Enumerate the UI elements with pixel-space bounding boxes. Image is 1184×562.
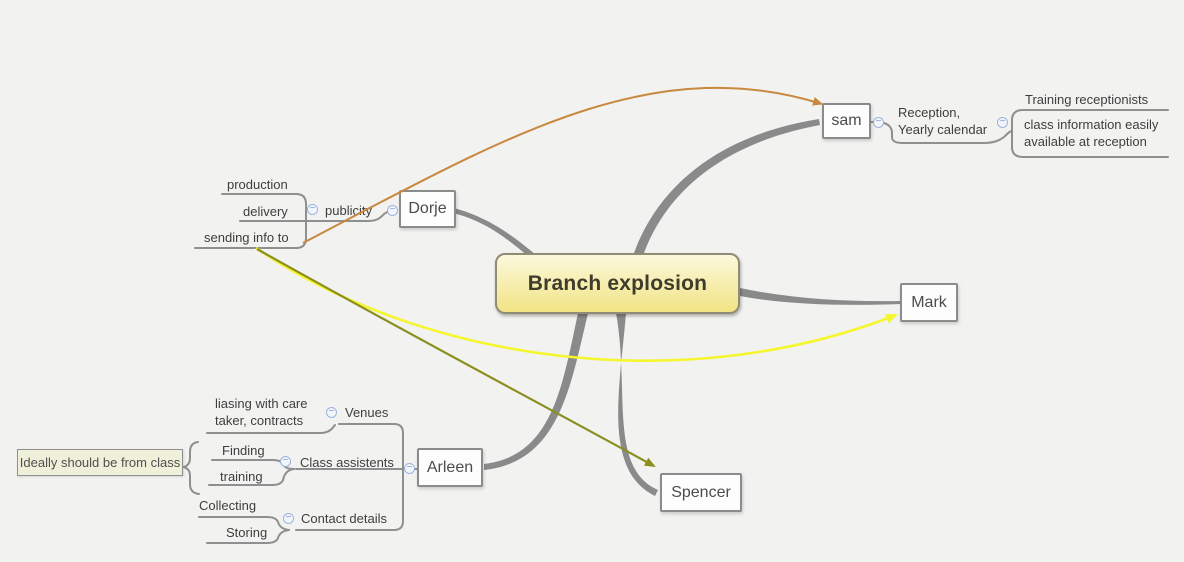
subtopic-contact-details[interactable]: Contact details xyxy=(301,511,387,526)
collapse-icon-sam[interactable]: − xyxy=(873,117,884,128)
central-topic-label[interactable]: Branch explosion xyxy=(527,271,708,295)
collapse-icon-dorje[interactable]: − xyxy=(387,205,398,216)
subtopic-training-receptionists[interactable]: Training receptionists xyxy=(1025,92,1149,107)
subtopic-production[interactable]: production xyxy=(227,177,288,192)
topic-dorje[interactable]: Dorje xyxy=(399,190,456,228)
subtopic-training[interactable]: training xyxy=(220,469,263,484)
line-training-underline xyxy=(208,468,295,486)
subtopic-venues[interactable]: Venues xyxy=(345,405,389,420)
subtopic-delivery[interactable]: delivery xyxy=(243,204,288,219)
subtopic-storing[interactable]: Storing xyxy=(226,525,268,540)
subtopic-class-information[interactable]: class information easily available at re… xyxy=(1024,117,1159,149)
line-reception-underline xyxy=(883,122,1013,144)
subtopic-publicity[interactable]: publicity xyxy=(325,203,372,218)
topic-arleen[interactable]: Arleen xyxy=(417,448,483,487)
collapse-icon-reception[interactable]: − xyxy=(997,117,1008,128)
subtopic-finding[interactable]: Finding xyxy=(222,443,265,458)
collapse-icon-publicity[interactable]: − xyxy=(307,204,318,215)
subtopic-collecting[interactable]: Collecting xyxy=(199,498,257,513)
topic-spencer[interactable]: Spencer xyxy=(660,473,742,512)
subtopic-liasing-with-care-taker[interactable]: liasing with care taker, contracts xyxy=(215,396,308,428)
collapse-icon-venues[interactable]: − xyxy=(326,407,337,418)
branch-central-to-dorje xyxy=(453,208,536,256)
subtopic-sending-info-to[interactable]: sending info to xyxy=(204,230,289,245)
collapse-icon-class-assistents[interactable]: − xyxy=(280,456,291,467)
line-reception-children-bracket xyxy=(1011,109,1169,158)
collapse-icon-arleen[interactable]: − xyxy=(404,463,415,474)
subtopic-class-assistents[interactable]: Class assistents xyxy=(300,455,394,470)
topic-mark[interactable]: Mark xyxy=(900,283,958,322)
line-storing-underline xyxy=(206,529,290,544)
collapse-icon-contact-details[interactable]: − xyxy=(283,513,294,524)
line-collecting-underline xyxy=(198,516,290,531)
subtopic-reception-yearly-calendar[interactable]: Reception, Yearly calendar xyxy=(898,105,988,137)
topic-sam[interactable]: sam xyxy=(822,103,871,139)
callout-ideally-from-class[interactable]: Ideally should be from class xyxy=(17,449,183,476)
summary-brace xyxy=(180,441,200,495)
